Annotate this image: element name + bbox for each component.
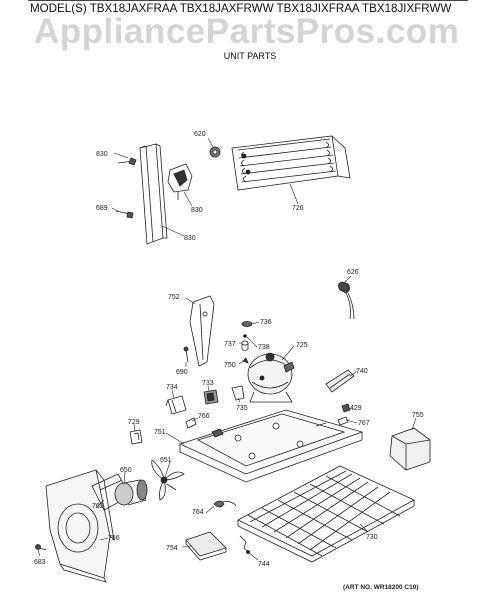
part-label-754: 754 <box>166 545 178 552</box>
part-label-751: 751 <box>154 429 166 436</box>
bracket-740 <box>325 369 355 393</box>
clip-429 <box>341 403 351 413</box>
part-label-750: 750 <box>224 362 236 369</box>
part-label-650: 650 <box>120 467 132 474</box>
sleeve-737 <box>241 340 249 351</box>
compressor-725 <box>247 352 295 403</box>
part-label-738: 738 <box>258 344 270 351</box>
part-label-651: 651 <box>160 457 172 464</box>
part-label-830-bracket: 830 <box>191 207 203 214</box>
fan-blade-651 <box>151 459 185 501</box>
part-label-733: 733 <box>202 380 214 387</box>
part-label-767: 767 <box>358 420 370 427</box>
screw-690 <box>183 346 189 363</box>
vertical-channel-830 <box>139 143 168 245</box>
grommet-736 <box>241 321 253 327</box>
support-rail-752 <box>189 295 215 367</box>
part-label-626: 626 <box>347 269 359 276</box>
fan-shroud-756 <box>45 469 115 583</box>
part-label-744: 744 <box>258 561 270 568</box>
condenser-730 <box>237 465 415 563</box>
overload-733 <box>203 389 219 405</box>
part-label-766: 766 <box>198 413 210 420</box>
stud-738 <box>243 334 247 338</box>
drain-pan-754 <box>185 531 227 561</box>
part-label-725: 725 <box>296 342 308 349</box>
part-label-429: 429 <box>350 405 362 412</box>
clamp-766 <box>185 417 197 429</box>
hose-764 <box>213 500 237 508</box>
part-labels: 620 830 830 830 689 726 626 752 736 737 … <box>34 131 424 568</box>
part-label-740: 740 <box>356 368 368 375</box>
shield-755 <box>389 427 431 471</box>
grommet-620 <box>209 146 221 158</box>
part-label-729: 729 <box>128 419 140 426</box>
screw-689 <box>115 210 134 219</box>
part-label-764: 764 <box>192 509 204 516</box>
watermark: AppliancePartsPros.com <box>34 12 460 51</box>
part-label-830-screw: 830 <box>96 151 108 158</box>
part-label-735: 735 <box>236 405 248 412</box>
part-label-726: 726 <box>292 205 304 212</box>
model-list: MODEL(S) TBX18JAXFRAA TBX18JAXFRWW TBX18… <box>30 2 452 15</box>
section-title: UNIT PARTS <box>223 51 277 61</box>
clip-750 <box>242 357 249 364</box>
fan-motor-650 <box>114 479 148 506</box>
fan-bracket-830 <box>167 163 193 200</box>
part-label-730: 730 <box>366 534 378 541</box>
part-label-734: 734 <box>166 384 178 391</box>
evaporator-726 <box>231 135 351 191</box>
leader-lines <box>37 137 417 561</box>
part-label-830-channel: 830 <box>184 235 196 242</box>
part-label-683: 683 <box>34 559 46 566</box>
part-label-736: 736 <box>260 319 272 326</box>
part-label-690: 690 <box>176 369 188 376</box>
header-rule <box>28 0 468 1</box>
part-label-756: 756 <box>108 535 120 542</box>
part-label-689: 689 <box>96 205 108 212</box>
part-label-737: 737 <box>224 341 236 348</box>
part-label-755: 755 <box>412 412 424 419</box>
screw-830 <box>117 157 137 166</box>
part-label-752: 752 <box>168 294 180 301</box>
base-pan-751 <box>178 409 364 483</box>
clip-744 <box>239 535 250 554</box>
cover-735 <box>231 385 245 401</box>
screw-683 <box>35 544 47 551</box>
drain-729 <box>129 429 143 445</box>
part-label-762: 762 <box>92 503 104 510</box>
art-number: (ART NO. WR18200 C10) <box>343 584 419 591</box>
clip-767 <box>337 416 349 426</box>
defrost-thermostat-626 <box>338 281 355 320</box>
part-label-620: 620 <box>194 131 206 138</box>
diagram-header: AppliancePartsPros.com MODEL(S) TBX18JAX… <box>0 0 500 64</box>
relay-734 <box>165 395 187 415</box>
